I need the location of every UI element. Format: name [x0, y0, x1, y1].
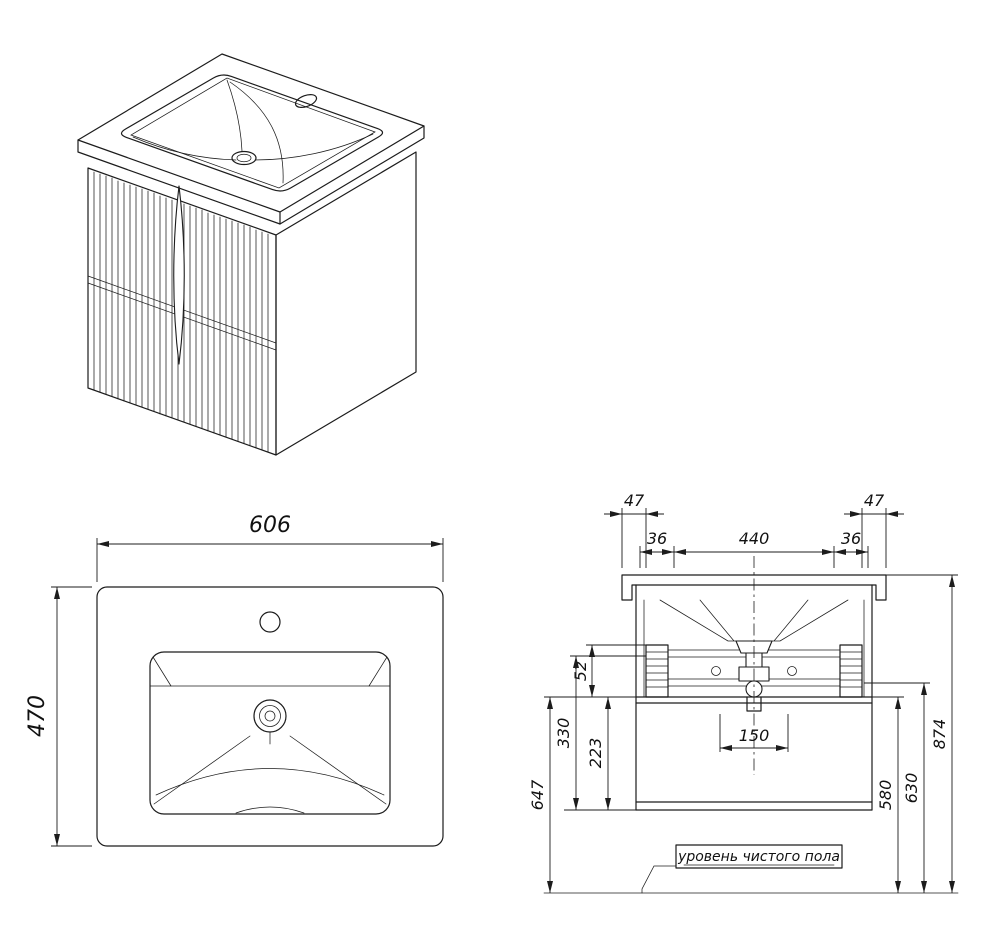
rail-screw-left	[711, 666, 721, 676]
drain-hole-inner-iso	[236, 153, 252, 163]
dim-47-left: 47	[604, 491, 664, 517]
drain-inner-plan	[264, 710, 276, 722]
basin-underside-section	[659, 599, 849, 642]
basin-inner-rim	[130, 77, 376, 189]
dim-47-right: 47	[844, 491, 904, 517]
basin-left-wall-curve	[132, 136, 237, 161]
bracket-left-hatch	[645, 651, 669, 688]
dim-label-330: 330	[554, 718, 573, 749]
dim-label-47-left: 47	[624, 491, 645, 510]
bracket-right	[839, 644, 863, 698]
isometric-view	[77, 53, 425, 456]
bowl-curve	[155, 768, 385, 796]
basin-rim-plan	[149, 651, 391, 815]
counter-side-edge	[279, 125, 425, 225]
basin-waterfall-curve	[229, 81, 284, 184]
dim-label-606: 606	[249, 513, 291, 538]
rail-screw-right	[787, 666, 797, 676]
dim-150: 150	[719, 714, 789, 752]
basin-back-wall-curve	[226, 79, 243, 152]
dim-470: 470	[25, 586, 92, 847]
drain-mid-plan	[259, 705, 281, 727]
dim-label-36-left: 36	[647, 529, 667, 548]
dim-label-47-right: 47	[864, 491, 885, 510]
cabinet-wall-inner-lines	[643, 599, 865, 698]
floor-level-callout: уровень чистого пола	[641, 844, 843, 894]
bowl-diagonals	[153, 735, 387, 805]
counter-section-profile	[621, 574, 887, 601]
basin-right-wall-curve	[254, 133, 374, 161]
bowl-bottom-arc	[235, 806, 305, 814]
dim-label-647: 647	[528, 779, 547, 810]
basin-corner-slopes	[152, 656, 388, 687]
dim-label-470: 470	[25, 695, 50, 737]
dim-label-440: 440	[739, 529, 770, 548]
dim-606: 606	[96, 513, 444, 582]
dim-label-580: 580	[876, 780, 895, 811]
drain-hole-iso	[231, 150, 257, 166]
faucet-hole-iso	[294, 94, 318, 108]
dim-label-630: 630	[902, 773, 921, 804]
bracket-right-hatch	[839, 651, 863, 688]
basin-outer-rim	[120, 74, 384, 192]
dim-label-223: 223	[586, 738, 605, 769]
dim-630: 630	[902, 683, 927, 893]
dim-label-150: 150	[739, 726, 770, 745]
dim-label-52: 52	[571, 661, 590, 681]
floor-note-leader	[641, 865, 677, 894]
dim-580: 580	[876, 697, 901, 893]
handle-groove	[173, 185, 185, 365]
dim-330: 330	[554, 656, 579, 810]
cabinet-side-face	[275, 151, 417, 456]
faucet-hole-plan	[259, 611, 281, 633]
dim-36-right: 36	[834, 529, 868, 555]
fluted-front-texture	[93, 171, 269, 453]
siphon-outlet	[746, 696, 762, 712]
plan-view: 606 470	[25, 513, 444, 847]
dim-647: 647	[528, 697, 553, 893]
dim-440: 440	[674, 529, 834, 555]
top-extension-lines	[621, 508, 887, 568]
bracket-left	[645, 644, 669, 698]
dim-223: 223	[586, 697, 611, 810]
floor-note-label: уровень чистого пола	[677, 849, 840, 865]
sink-outline-plan	[96, 586, 444, 847]
bracket-right-body	[839, 644, 863, 698]
dim-874: 874	[930, 575, 955, 893]
section-view: уровень чистого пола 47 47 36 440	[528, 491, 959, 894]
dim-36-left: 36	[640, 529, 674, 555]
left-extension-lines	[544, 644, 646, 811]
dim-label-874: 874	[930, 719, 949, 750]
dim-label-36-right: 36	[841, 529, 861, 548]
cabinet-bottom-section	[635, 801, 873, 811]
bracket-left-body	[645, 644, 669, 698]
floor-note-box	[675, 844, 843, 869]
